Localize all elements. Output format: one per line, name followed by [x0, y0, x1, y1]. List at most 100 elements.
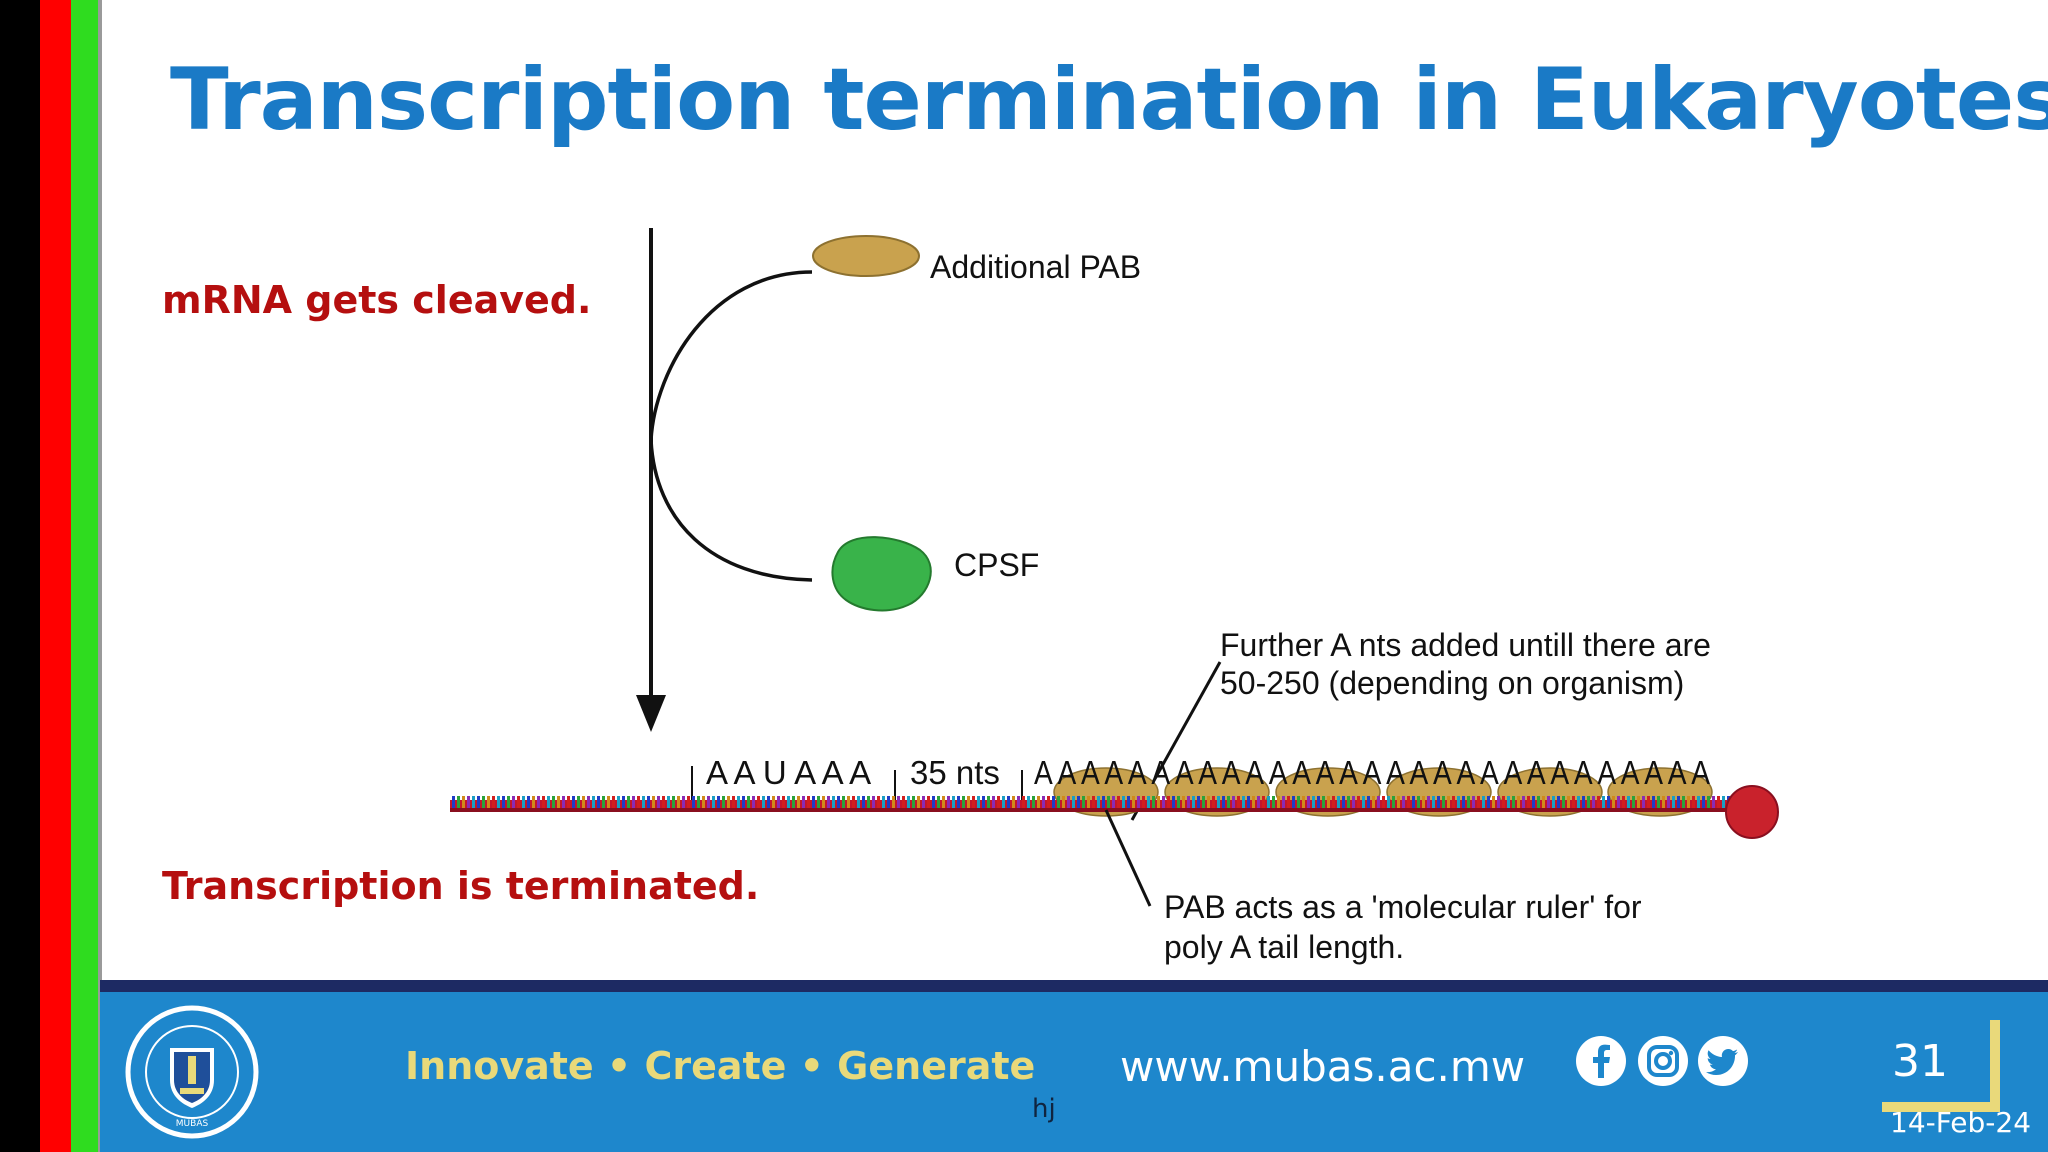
nucleotide-base	[1337, 796, 1340, 808]
nucleotide-base	[1697, 796, 1700, 808]
nucleotide-base	[532, 796, 535, 808]
nucleotide-base	[572, 796, 575, 808]
nucleotide-base	[697, 796, 700, 808]
nucleotide-base	[1152, 796, 1155, 808]
nucleotide-base	[1342, 796, 1345, 808]
nucleotide-base	[1702, 796, 1705, 808]
nucleotide-base	[1382, 796, 1385, 808]
nucleotide-base	[1387, 796, 1390, 808]
nucleotide-base	[1527, 796, 1530, 808]
black-stripe	[0, 0, 40, 1152]
nucleotide-base	[1552, 796, 1555, 808]
pab-ruler-label-line2: poly A tail length.	[1164, 929, 1404, 965]
nucleotide-base	[537, 796, 540, 808]
nucleotide-base	[562, 796, 565, 808]
nucleotide-base	[1512, 796, 1515, 808]
further-nts-label-line1: Further A nts added untill there are	[1220, 627, 1711, 663]
nucleotide-base	[1567, 796, 1570, 808]
distance-label: 35 nts	[910, 754, 1000, 791]
nucleotide-base	[1582, 796, 1585, 808]
nucleotide-base	[1712, 796, 1715, 808]
nucleotide-base	[1317, 796, 1320, 808]
nucleotide-base	[1117, 796, 1120, 808]
nucleotide-base	[912, 796, 915, 808]
nucleotide-base	[1127, 796, 1130, 808]
nucleotide-base	[1522, 796, 1525, 808]
slide-title: Transcription termination in Eukaryotes	[170, 50, 2048, 150]
nucleotide-base	[917, 796, 920, 808]
nucleotide-base	[657, 796, 660, 808]
nucleotide-base	[1507, 796, 1510, 808]
nucleotide-base	[1312, 796, 1315, 808]
nucleotide-base	[472, 796, 475, 808]
nucleotide-base	[862, 796, 865, 808]
facebook-icon[interactable]	[1576, 1036, 1626, 1086]
nucleotide-base	[997, 796, 1000, 808]
nucleotide-base	[1537, 796, 1540, 808]
nucleotide-base	[762, 796, 765, 808]
nucleotide-base	[902, 796, 905, 808]
nucleotide-base	[502, 796, 505, 808]
nucleotide-base	[1102, 796, 1105, 808]
nucleotide-base	[1402, 796, 1405, 808]
nucleotide-base	[1672, 796, 1675, 808]
additional-pab-label: Additional PAB	[930, 249, 1141, 285]
nucleotide-base	[1497, 796, 1500, 808]
nucleotide-base	[1542, 796, 1545, 808]
nucleotide-base	[612, 796, 615, 808]
nucleotide-base	[962, 796, 965, 808]
nucleotide-base	[877, 796, 880, 808]
nucleotide-base	[672, 796, 675, 808]
nucleotide-base	[1607, 796, 1610, 808]
nucleotide-base	[732, 796, 735, 808]
nucleotide-base	[827, 796, 830, 808]
nucleotide-base	[1492, 796, 1495, 808]
nucleotide-base	[1682, 796, 1685, 808]
nucleotide-base	[557, 796, 560, 808]
nucleotide-base	[992, 796, 995, 808]
nucleotide-base	[1622, 796, 1625, 808]
nucleotide-base	[852, 796, 855, 808]
nucleotide-base	[552, 796, 555, 808]
green-stripe	[71, 0, 98, 1152]
nucleotide-base	[892, 796, 895, 808]
nucleotide-base	[1257, 796, 1260, 808]
nucleotide-base	[1407, 796, 1410, 808]
nucleotide-base	[717, 796, 720, 808]
website-link[interactable]: www.mubas.ac.mw	[1120, 1042, 1526, 1091]
nucleotide-base	[857, 796, 860, 808]
nucleotide-base	[1037, 796, 1040, 808]
nucleotide-base	[1017, 796, 1020, 808]
nucleotide-base	[1112, 796, 1115, 808]
nucleotide-base	[727, 796, 730, 808]
nucleotide-base	[1197, 796, 1200, 808]
nucleotide-base	[1322, 796, 1325, 808]
nucleotide-base	[1557, 796, 1560, 808]
instagram-icon[interactable]	[1638, 1036, 1688, 1086]
nucleotide-base	[842, 796, 845, 808]
nucleotide-base	[1572, 796, 1575, 808]
nucleotide-base	[797, 796, 800, 808]
nucleotide-base	[1252, 796, 1255, 808]
termination-diagram: Additional PAB CPSF Further A nts added …	[450, 228, 1779, 965]
process-arrowhead	[636, 695, 666, 732]
nucleotide-base	[1562, 796, 1565, 808]
nucleotide-base	[622, 796, 625, 808]
nucleotide-base	[1362, 796, 1365, 808]
nucleotide-base	[1637, 796, 1640, 808]
nucleotide-base	[1477, 796, 1480, 808]
nucleotide-base	[817, 796, 820, 808]
nucleotide-base	[957, 796, 960, 808]
footer-note: hj	[1032, 1094, 1056, 1124]
nucleotide-base	[982, 796, 985, 808]
release-curve	[649, 270, 813, 582]
twitter-icon[interactable]	[1698, 1036, 1748, 1086]
logo-text: MUBAS	[176, 1119, 209, 1129]
nucleotide-base	[1237, 796, 1240, 808]
nucleotide-base	[1147, 796, 1150, 808]
nucleotide-base	[942, 796, 945, 808]
nucleotide-base	[1472, 796, 1475, 808]
nucleotide-base	[497, 796, 500, 808]
nucleotide-base	[567, 796, 570, 808]
nucleotide-base	[737, 796, 740, 808]
